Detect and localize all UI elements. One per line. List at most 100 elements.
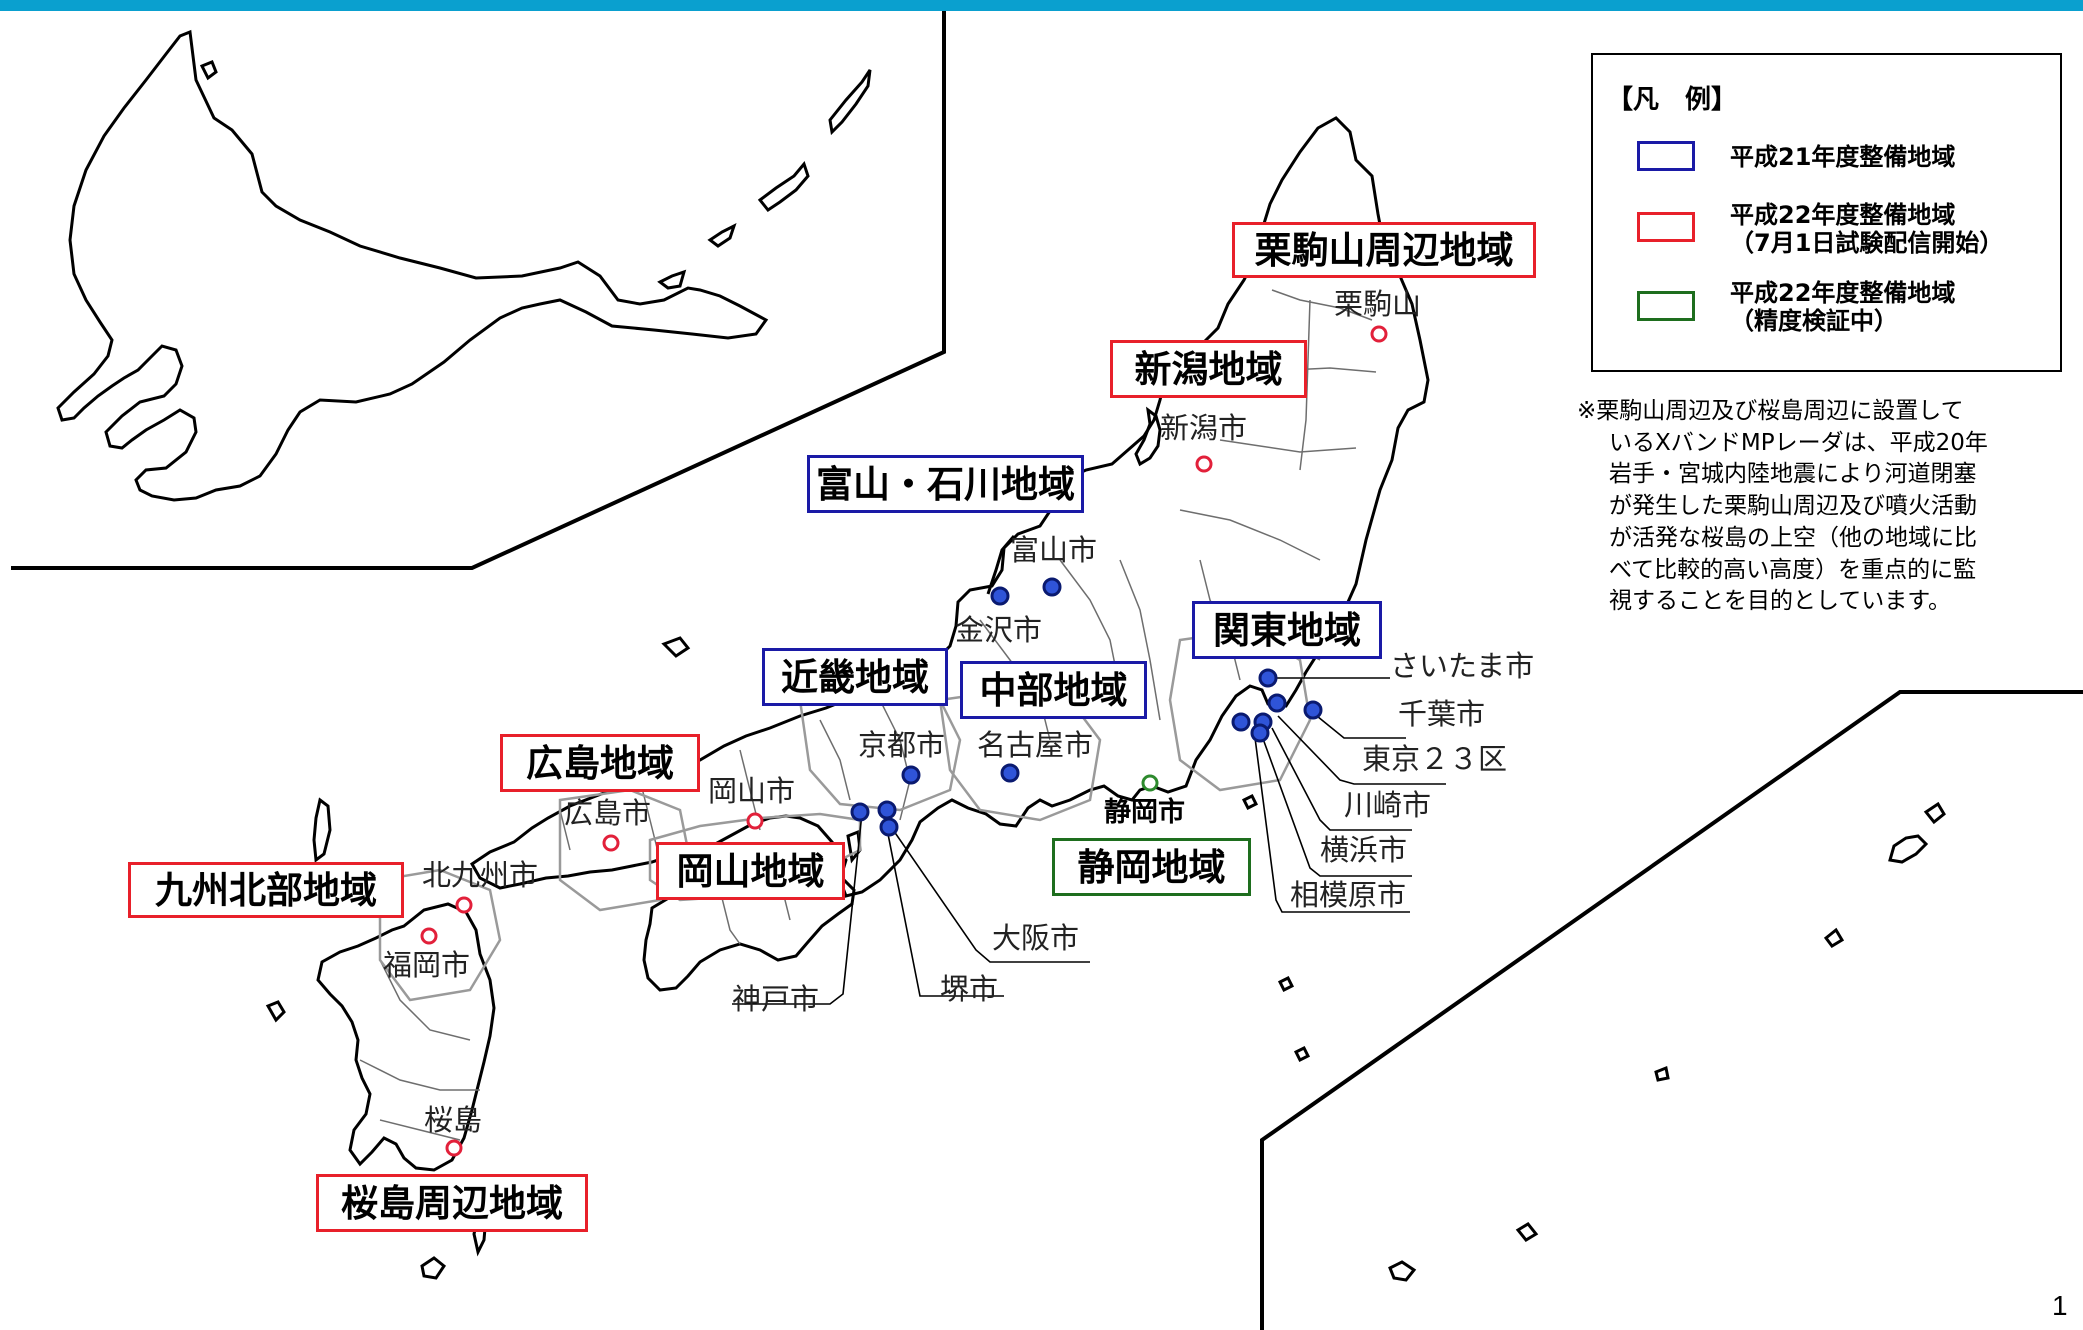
legend-text-fy21: 平成21年度整備地域 <box>1730 143 1956 172</box>
dot-osaka <box>877 800 897 820</box>
hokkaido-inset <box>11 11 946 570</box>
kurils-3 <box>757 160 810 213</box>
city-niigata: 新潟市 <box>1160 411 1248 445</box>
pref-border-kyushu-2 <box>359 1059 480 1091</box>
dot-yokohama <box>1250 723 1270 743</box>
dot-kitakyushu <box>455 896 473 914</box>
city-nagoya: 名古屋市 <box>977 728 1094 762</box>
region-sakurajima-label: 桜島周辺地域 <box>341 1181 563 1225</box>
region-niigata: 新潟地域 <box>1110 340 1307 398</box>
region-kyushu-hokubu-label: 九州北部地域 <box>155 868 377 912</box>
region-kinki-label: 近畿地域 <box>781 655 929 699</box>
goto-island <box>265 1000 286 1023</box>
legend-text-fy22-verify-line1: 平成22年度整備地域 <box>1730 279 1956 307</box>
city-osaka: 大阪市 <box>992 921 1080 955</box>
legend-text-fy22-trial-line2: （7月1日試験配信開始） <box>1730 228 2004 257</box>
note-line-6: べて比較的高い高度）を重点的に監 <box>1609 556 1977 583</box>
rishiri-island <box>199 60 218 81</box>
pref-border-kinki-2 <box>819 719 851 801</box>
miyake-island <box>1277 975 1295 993</box>
okinawa-island-main <box>1888 834 1929 864</box>
hokkaido-coastline <box>56 29 769 502</box>
region-shizuoka: 静岡地域 <box>1052 838 1251 896</box>
okinawa-inset-frame <box>1260 690 2083 1330</box>
hokkaido-inset-frame <box>11 11 946 570</box>
top-accent-bar <box>0 0 2083 11</box>
dot-toyama <box>1042 577 1062 597</box>
dot-tokyo23 <box>1267 693 1287 713</box>
region-kyushu-hokubu: 九州北部地域 <box>128 862 404 918</box>
city-sagamihara: 相模原市 <box>1290 878 1407 912</box>
legend-swatch-fy22-verify <box>1637 291 1695 321</box>
noto-peninsula <box>986 535 1016 595</box>
dot-nagoya <box>1000 763 1020 783</box>
city-kurikoma: 栗駒山 <box>1334 287 1422 321</box>
dot-fukuoka <box>420 927 438 945</box>
kurils-4 <box>828 69 872 136</box>
note-line-2: いるXバンドMPレーダは、平成20年 <box>1609 429 1988 456</box>
dot-kyoto <box>901 765 921 785</box>
city-kanazawa: 金沢市 <box>955 613 1043 647</box>
note-line-4: が発生した栗駒山周辺及び噴火活動 <box>1609 493 1977 520</box>
region-chubu-label: 中部地域 <box>979 668 1128 712</box>
legend-swatch-fy21 <box>1637 141 1695 171</box>
region-okayama: 岡山地域 <box>656 842 845 900</box>
leader-tokyo23 <box>1277 715 1446 785</box>
legend-text-fy21-line1: 平成21年度整備地域 <box>1730 143 1956 171</box>
region-kurikoma: 栗駒山周辺地域 <box>1232 222 1536 278</box>
dot-kurikoma <box>1370 325 1388 343</box>
hachijo-island <box>1293 1045 1311 1063</box>
dot-saitama <box>1258 668 1278 688</box>
region-hiroshima: 広島地域 <box>500 734 700 792</box>
city-kawasaki: 川崎市 <box>1344 788 1432 822</box>
dot-shizuoka <box>1141 774 1159 792</box>
note-text: ※栗駒山周辺及び桜島周辺に設置して いるXバンドMPレーダは、平成20年 岩手・… <box>1577 396 2077 618</box>
oki-island <box>661 636 691 658</box>
note-line-1: ※栗駒山周辺及び桜島周辺に設置して <box>1577 398 1964 424</box>
pref-border-kyushu-3 <box>379 1119 461 1141</box>
city-chiba: 千葉市 <box>1398 697 1486 731</box>
leader-sakai <box>887 833 1004 997</box>
tsushima-island <box>312 797 332 863</box>
city-kobe: 神戸市 <box>732 982 820 1016</box>
iriomote-island <box>1515 1222 1539 1242</box>
legend-box: 【凡 例】 平成21年度整備地域 平成22年度整備地域 （7月1日試験配信開始）… <box>1591 53 2062 372</box>
region-kanto: 関東地域 <box>1192 601 1382 659</box>
city-hiroshima: 広島市 <box>564 796 652 830</box>
pref-border-kyushu-1 <box>379 959 471 1041</box>
pref-border-shikoku-1 <box>719 889 741 945</box>
pref-border-tohoku-3 <box>1219 439 1357 453</box>
leader-sagamihara <box>1253 729 1410 913</box>
legend-text-fy22-verify-line2: （精度検証中） <box>1730 306 1898 335</box>
city-sakai: 堺市 <box>940 972 999 1006</box>
leader-chiba <box>1311 711 1406 739</box>
dot-sakurajima <box>445 1139 463 1157</box>
leader-yokohama <box>1261 735 1412 877</box>
legend-text-fy22-trial-line1: 平成22年度整備地域 <box>1730 201 1956 229</box>
dot-kanazawa <box>990 586 1010 606</box>
dot-niigata <box>1195 455 1213 473</box>
miyako-island <box>1654 1065 1670 1082</box>
legend-text-fy22-trial: 平成22年度整備地域 （7月1日試験配信開始） <box>1730 201 2004 257</box>
city-kitakyushu: 北九州市 <box>422 858 539 892</box>
leader-kobe <box>732 812 863 1005</box>
legend-swatch-fy22-trial <box>1637 212 1695 242</box>
pref-border-tohoku-1 <box>1271 289 1373 321</box>
region-chubu: 中部地域 <box>960 661 1147 719</box>
city-yokohama: 横浜市 <box>1320 833 1408 867</box>
region-kanto-label: 関東地域 <box>1213 608 1361 652</box>
leader-osaka <box>888 823 1090 963</box>
dot-sakai <box>879 817 899 837</box>
city-fukuoka: 福岡市 <box>383 948 471 982</box>
kyushu-coastline <box>316 902 496 1172</box>
pref-border-kanto-1 <box>1179 509 1321 561</box>
region-kurikoma-label: 栗駒山周辺地域 <box>1254 228 1514 272</box>
region-niigata-label: 新潟地域 <box>1134 347 1283 391</box>
region-toyama-ishikawa-label: 富山・石川地域 <box>816 462 1075 506</box>
page-number: 1 <box>2052 1290 2068 1321</box>
note-line-5: が活発な桜島の上空（他の地域に比 <box>1609 524 1977 551</box>
dot-kobe <box>850 802 870 822</box>
city-shizuoka: 静岡市 <box>1104 797 1185 828</box>
dot-hiroshima <box>602 834 620 852</box>
coverage-kyushu <box>378 868 502 1002</box>
